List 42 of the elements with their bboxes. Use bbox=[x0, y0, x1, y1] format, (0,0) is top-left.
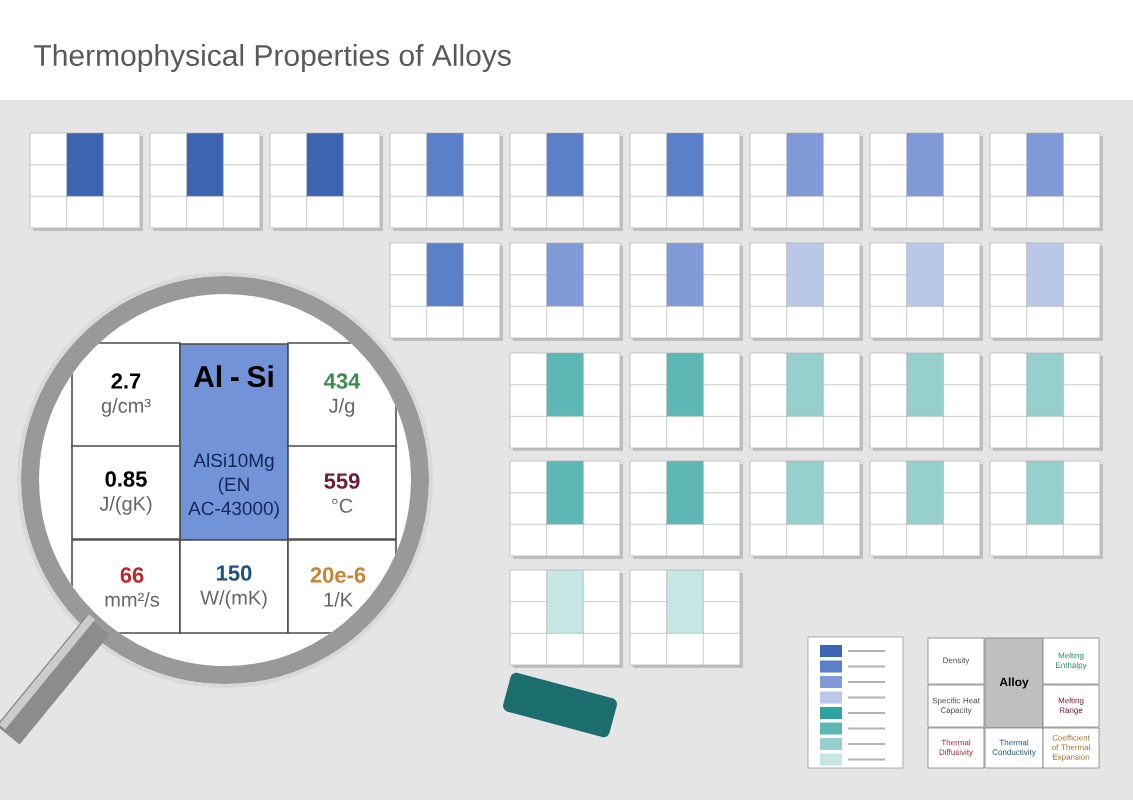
alloy-card bbox=[509, 460, 623, 559]
alloy-card bbox=[629, 242, 743, 341]
alloy-card bbox=[509, 352, 623, 451]
alloy-card bbox=[749, 352, 863, 451]
alloy-card bbox=[869, 132, 983, 231]
key-cell: Melting Enthalpy bbox=[1042, 637, 1100, 685]
alloy-card bbox=[749, 242, 863, 341]
alloy-card bbox=[989, 352, 1103, 451]
alloy-card bbox=[629, 352, 743, 451]
key-cell: Coefficient of Thermal Expansion bbox=[1042, 727, 1100, 769]
alloy-card bbox=[509, 242, 623, 341]
alloy-card bbox=[989, 460, 1103, 559]
key-cell: Melting Range bbox=[1042, 684, 1100, 728]
alloy-card bbox=[869, 460, 983, 559]
value-cell: 0.85 J/(gK) bbox=[71, 445, 181, 540]
key-cell: Specific Heat Capacity bbox=[927, 684, 985, 728]
value-cell: 66 mm²/s bbox=[71, 539, 181, 634]
alloy-card bbox=[869, 242, 983, 341]
alloy-card bbox=[629, 569, 743, 668]
alloy-card bbox=[749, 460, 863, 559]
value-cell: 150 W/(mK) bbox=[179, 539, 289, 634]
alloy-card bbox=[989, 132, 1103, 231]
alloy-card bbox=[389, 132, 503, 231]
alloy-card bbox=[629, 132, 743, 231]
alloy-card bbox=[509, 569, 623, 668]
alloy-card bbox=[149, 132, 263, 231]
alloy-card bbox=[389, 242, 503, 341]
title: Thermophysical Properties of Alloys bbox=[34, 44, 511, 72]
alloy-card bbox=[29, 132, 143, 231]
alloy-card bbox=[869, 352, 983, 451]
alloy-card bbox=[629, 460, 743, 559]
value-cell: 2.7 g/cm³ bbox=[71, 342, 181, 448]
value-cell: 559 °C bbox=[287, 445, 397, 540]
alloy-card bbox=[989, 242, 1103, 341]
alloy-cell: Al - Si AlSi10Mg (EN AC-43000) bbox=[179, 343, 289, 541]
key-cell: Thermal Diffusivity bbox=[927, 727, 985, 769]
alloy-card bbox=[509, 132, 623, 231]
key-cell: Alloy bbox=[984, 637, 1044, 729]
key-cell: Density bbox=[927, 637, 985, 685]
alloy-card bbox=[269, 132, 383, 231]
key-cell: Thermal Conductivity bbox=[984, 727, 1044, 769]
alloy-card bbox=[749, 132, 863, 231]
